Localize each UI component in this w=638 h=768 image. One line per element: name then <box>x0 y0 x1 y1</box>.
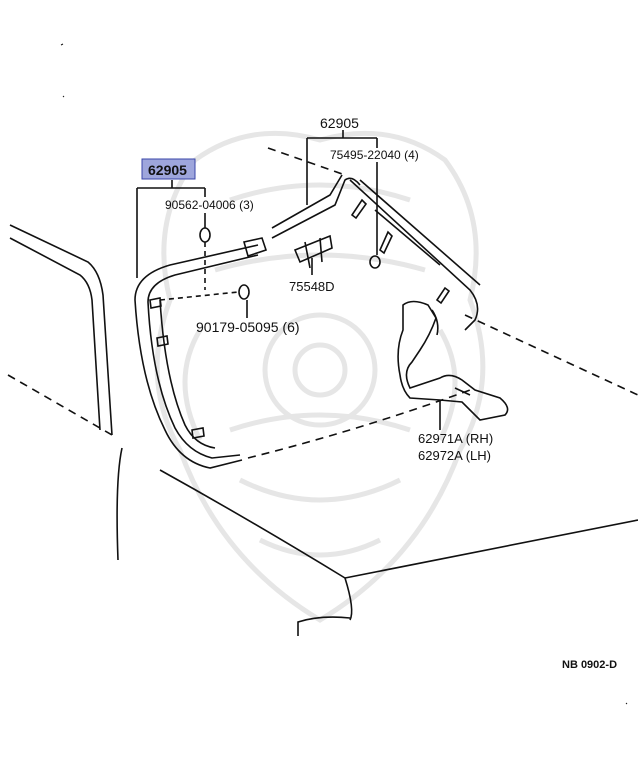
door-window-inner <box>9 237 101 431</box>
part-62905-top-label[interactable]: 62905 <box>320 115 359 131</box>
car-body-outline <box>7 147 638 636</box>
leader-lines <box>136 130 441 430</box>
hood-front-line <box>344 519 638 579</box>
fender-bottom <box>297 616 351 636</box>
part-62971A-label[interactable]: 62971A (RH) <box>418 431 493 446</box>
clip-90179-label[interactable]: 90179-05095 (6) <box>196 319 300 335</box>
part-62905-highlighted-label[interactable]: 62905 <box>148 162 187 178</box>
clip-75495-icon <box>369 255 381 269</box>
stray-marks <box>60 43 628 705</box>
clip-90562-icon <box>199 227 211 243</box>
windshield-moulding <box>134 174 481 469</box>
samurai-mask-watermark <box>154 130 486 623</box>
diagram-code-label: NB 0902-D <box>562 659 617 671</box>
highlight-box <box>141 158 196 180</box>
side-bracket-62971A <box>397 300 509 421</box>
part-62972A-label[interactable]: 62972A (LH) <box>418 448 491 463</box>
part-75548D-label[interactable]: 75548D <box>289 279 335 294</box>
clip-90179-icon <box>238 284 250 300</box>
cowl-line <box>159 469 346 579</box>
clip-75495-label[interactable]: 75495-22040 (4) <box>330 148 419 162</box>
door-window-frame <box>9 224 113 436</box>
side-dashed <box>7 374 113 436</box>
fender-line <box>344 577 353 621</box>
glass-edge-dashed-right <box>464 314 638 396</box>
a-pillar-line <box>116 447 123 561</box>
clip-90562-label[interactable]: 90562-04006 (3) <box>165 198 254 212</box>
